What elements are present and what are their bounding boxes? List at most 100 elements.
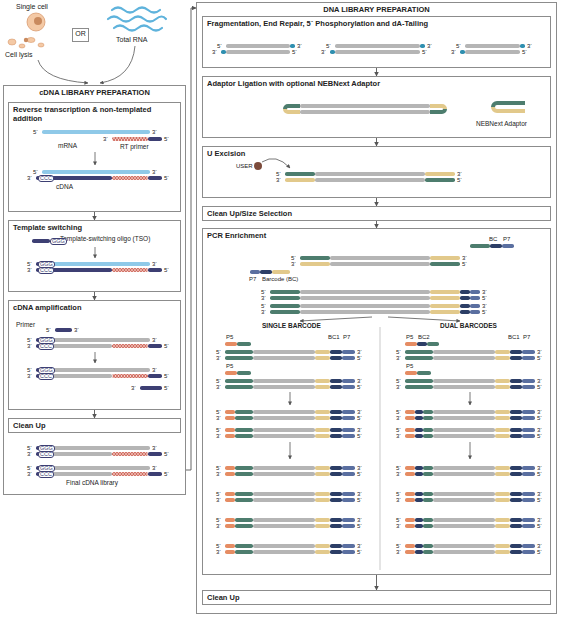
strand-end: 3´ [537, 517, 542, 523]
dna-strand [522, 544, 535, 548]
dna-strand [423, 472, 433, 476]
strand-end: 5´ [537, 497, 542, 503]
dna-strand [225, 428, 235, 432]
dna-strand [495, 492, 510, 496]
strand-end: 3´ [396, 355, 401, 361]
dna-strand [225, 434, 235, 438]
dna-strand [510, 550, 522, 554]
dna-strand [405, 434, 415, 438]
dna-strand [235, 544, 253, 548]
dna-strand [430, 310, 460, 314]
strand-end: 5´ [357, 433, 362, 439]
strand-end: 5´ [33, 169, 38, 175]
dna-strand [112, 344, 148, 348]
strand-end: 5´ [164, 451, 169, 457]
dna-strand [235, 498, 253, 502]
dna-strand [253, 544, 315, 548]
strand-end: 5´ [396, 517, 401, 523]
strand-label: mRNA [58, 143, 77, 150]
primer-label: P7 [523, 334, 530, 340]
dna-strand [315, 544, 330, 548]
dna-strand [112, 268, 148, 272]
dna-strand [330, 518, 342, 522]
process-box: Clean Up [8, 418, 181, 433]
dna-strand [415, 472, 423, 476]
dna-strand [405, 550, 415, 554]
strand-end: 3´ [537, 427, 542, 433]
strand-end: 5´ [216, 378, 221, 384]
flow-connector [94, 410, 95, 418]
dna-strand [250, 270, 260, 274]
strand-end: 3´ [537, 465, 542, 471]
dna-strand [460, 290, 470, 294]
strand-end: 3´ [152, 465, 157, 471]
dna-strand [460, 296, 470, 300]
process-box: Clean Up [202, 590, 551, 605]
strand-end: 5´ [164, 136, 169, 142]
dna-strand [148, 268, 162, 272]
dna-strand [417, 342, 427, 346]
strand-end: 5´ [292, 49, 297, 55]
dna-strand [433, 410, 495, 414]
primer-label: P5 [226, 363, 233, 369]
process-box: Template switching [8, 220, 181, 292]
strand-end: 5´ [164, 267, 169, 273]
strand-end: 3´ [152, 445, 157, 451]
dna-strand [253, 410, 315, 414]
dna-strand [335, 50, 420, 54]
dna-strand [522, 550, 535, 554]
dna-strand [423, 434, 433, 438]
strand-end: 5´ [537, 384, 542, 390]
dna-strand [510, 472, 522, 476]
strand-end: 5´ [482, 295, 487, 301]
dna-strand [300, 310, 430, 314]
dna-strand [510, 428, 522, 432]
dna-strand [522, 434, 535, 438]
strand-end: 3´ [457, 171, 462, 177]
dna-strand [495, 466, 510, 470]
dna-strand [460, 304, 470, 308]
strand-end: 5´ [216, 465, 221, 471]
primer-label: P7 [503, 236, 510, 242]
strand-end: 3´ [27, 471, 32, 477]
dna-strand [253, 356, 315, 360]
dna-strand [225, 550, 235, 554]
dna-strand [433, 416, 495, 420]
strand-end: 3´ [396, 471, 401, 477]
dna-strand [510, 379, 522, 383]
strand-end: 3´ [537, 409, 542, 415]
strand-end: 3´ [357, 349, 362, 355]
dna-strand [417, 371, 431, 375]
dna-strand [522, 410, 535, 414]
strand-end: 5´ [164, 343, 169, 349]
primer-label: P5 [406, 363, 413, 369]
strand-end: 3´ [276, 177, 281, 183]
strand-end: 3´ [216, 384, 221, 390]
primer-label: BC1 [328, 334, 340, 340]
strand-end: 5´ [456, 43, 461, 49]
dna-strand [112, 452, 148, 456]
dna-strand [330, 434, 342, 438]
dna-strand [495, 472, 510, 476]
strand-end: 3´ [297, 43, 302, 49]
dna-strand [342, 466, 355, 470]
strand-end: 5´ [462, 261, 467, 267]
dna-strand [270, 296, 300, 300]
dna-strand [330, 524, 342, 528]
strand-end: 3´ [396, 384, 401, 390]
dna-strand [415, 410, 423, 414]
strand-label: Primer [16, 322, 35, 329]
strand-end: 3´ [527, 43, 532, 49]
strand-end: 3´ [357, 378, 362, 384]
strand-end: 5´ [537, 355, 542, 361]
flow-connector [186, 8, 196, 470]
process-box: Fragmentation, End Repair, 5´ Phosphoryl… [202, 16, 551, 68]
dna-strand [522, 350, 535, 354]
dna-strand [148, 472, 162, 476]
dna-strand [253, 524, 315, 528]
dna-strand [315, 172, 425, 176]
caption-label: Total RNA [116, 36, 148, 43]
dna-strand [235, 416, 253, 420]
